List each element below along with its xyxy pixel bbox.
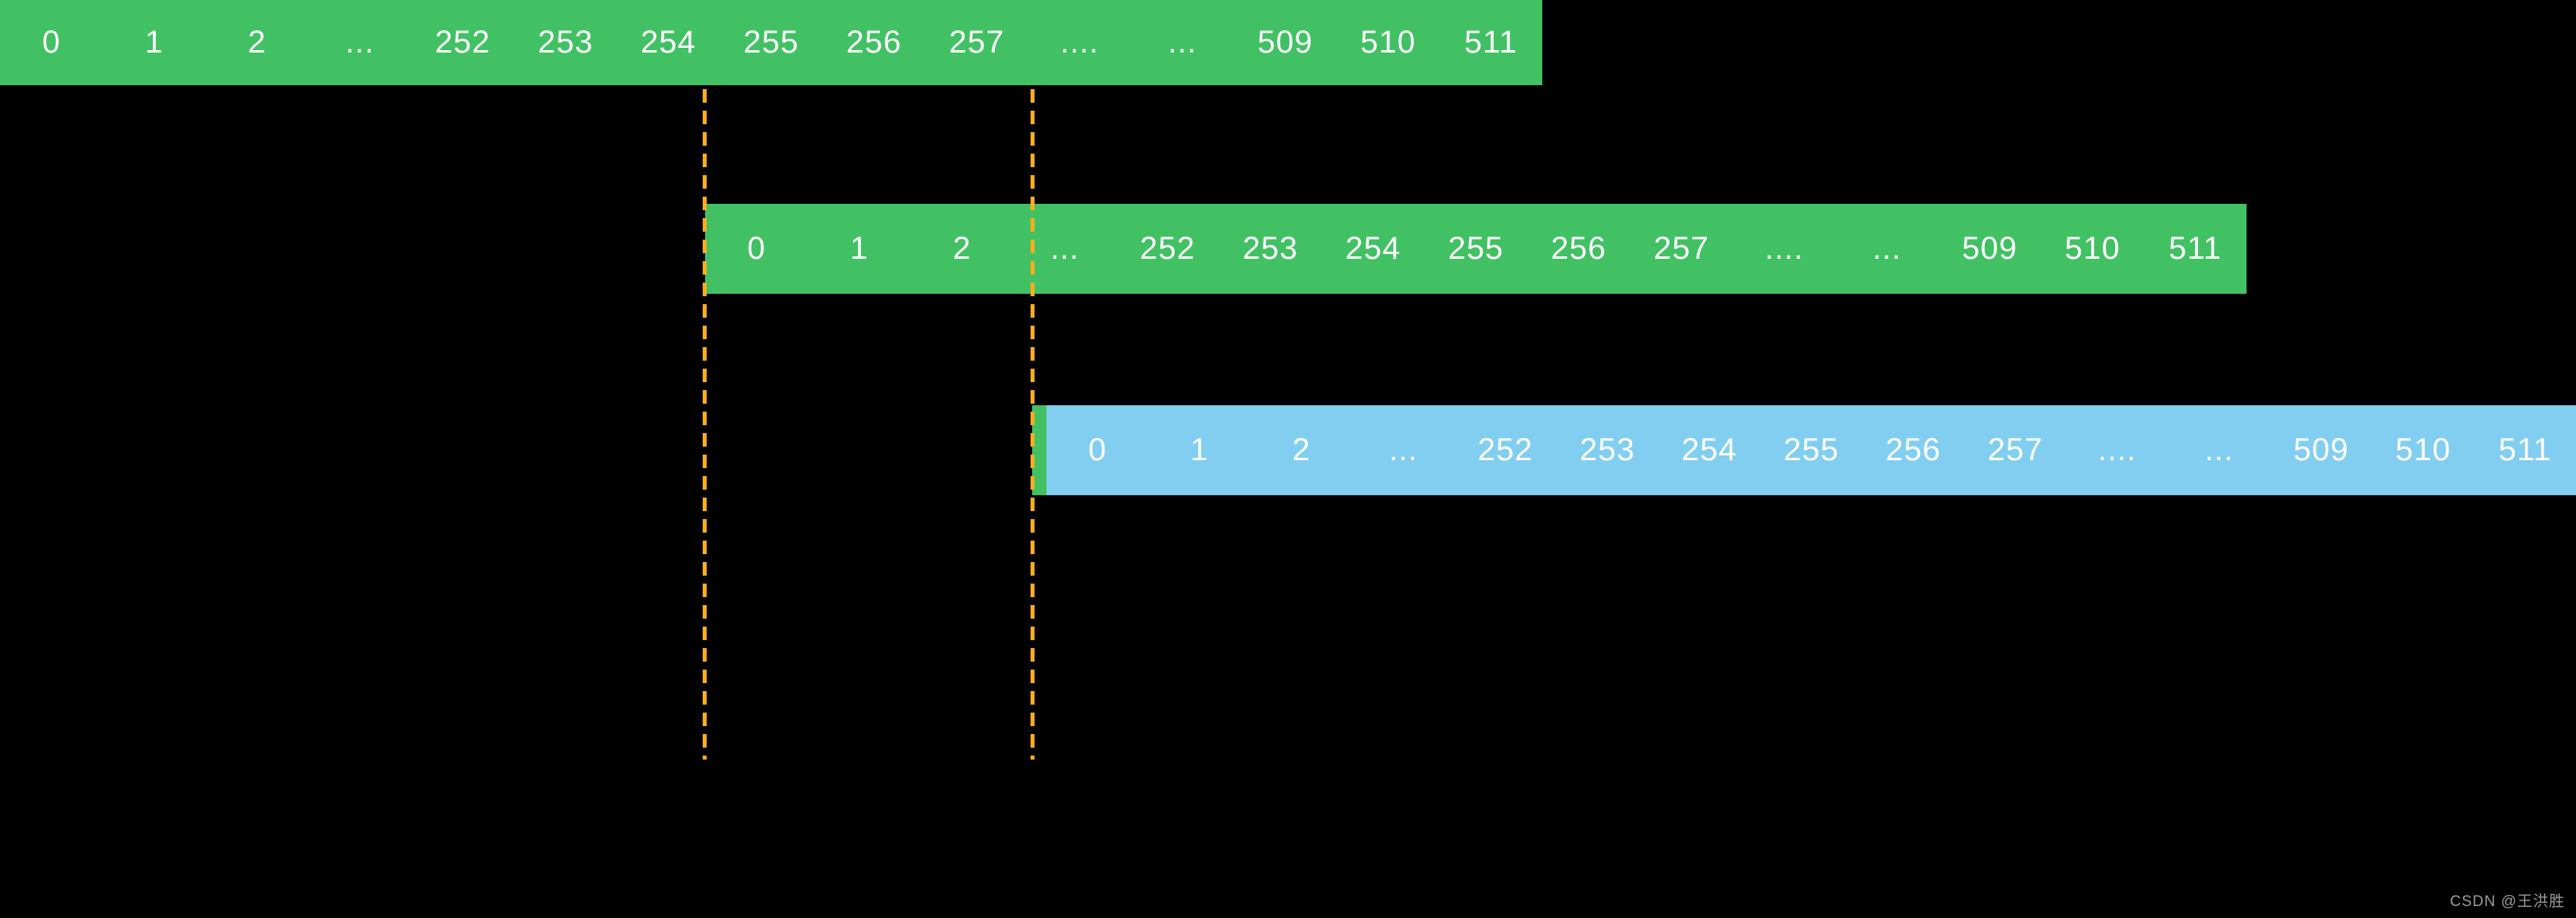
index-cell: 2	[247, 25, 267, 60]
dashed-guide-line-left	[703, 89, 707, 760]
index-cell: 1	[1190, 432, 1209, 467]
index-cell: 511	[2169, 231, 2222, 266]
index-cell: ....	[1060, 25, 1099, 60]
index-cell: 511	[2498, 432, 2552, 467]
index-cell: 1	[850, 231, 869, 266]
index-cell: ...	[1050, 231, 1080, 266]
index-cell: 0	[41, 25, 61, 60]
index-cell: 0	[1088, 432, 1107, 467]
index-cell: 257	[949, 25, 1005, 60]
index-bar-top: 0 1 2... 252 253 254 255 256 257....... 509 510 511	[0, 0, 1542, 85]
index-cell: ....	[2098, 432, 2137, 467]
index-cell: ...	[1389, 432, 1418, 467]
index-cell: 2	[1292, 432, 1311, 467]
index-cell: 257	[1987, 432, 2044, 467]
index-cell: 254	[1345, 231, 1401, 266]
index-cell: 256	[1550, 231, 1607, 266]
index-cell: 252	[1477, 432, 1534, 467]
index-cell: 509	[1962, 231, 2018, 266]
index-cell: 253	[1579, 432, 1635, 467]
index-cell: 510	[2064, 231, 2121, 266]
index-cell: 252	[1140, 231, 1195, 266]
index-cell: 1	[145, 25, 164, 60]
index-cell: 510	[1360, 25, 1417, 60]
index-cell: 255	[743, 25, 799, 60]
index-cell: 254	[1682, 432, 1737, 467]
index-bar-top-cells: 0 1 2... 252 253 254 255 256 257....... 509 510 511	[0, 0, 1542, 85]
index-cell: 255	[1448, 231, 1504, 266]
index-cell: 253	[1242, 231, 1299, 266]
index-cell: 252	[435, 25, 491, 60]
index-cell: ...	[1167, 25, 1197, 60]
index-cell: 255	[1783, 432, 1839, 467]
dashed-guide-line-right	[1031, 89, 1035, 760]
index-cell: 256	[1885, 432, 1942, 467]
index-cell: 0	[746, 231, 766, 266]
index-cell: ....	[1764, 231, 1804, 266]
index-cell: 509	[2293, 432, 2349, 467]
index-cell: 257	[1653, 231, 1709, 266]
index-bar-bottom: 0 1 2... 252 253 254 255 256 257....... 509 510 511	[1032, 405, 2576, 495]
index-bar-middle-cells: 0 1 2... 252 253 254 255 256 257....... 509 510 511	[705, 204, 2247, 294]
index-cell: ...	[2204, 432, 2234, 467]
watermark: CSDN @王洪胜	[2449, 893, 2565, 910]
green-sliver	[1032, 405, 1046, 495]
index-cell: 254	[640, 25, 696, 60]
index-cell: 511	[1464, 25, 1518, 60]
index-cell: 256	[846, 25, 902, 60]
index-cell: 2	[953, 231, 972, 266]
index-cell: 509	[1257, 25, 1313, 60]
index-cell: 253	[537, 25, 594, 60]
index-cell: ...	[345, 25, 375, 60]
index-cell: ...	[1872, 231, 1902, 266]
index-bar-middle: 0 1 2... 252 253 254 255 256 257....... 509 510 511	[705, 204, 2247, 294]
index-bar-bottom-cells: 0 1 2... 252 253 254 255 256 257....... 509 510 511	[1046, 405, 2576, 495]
index-cell: 510	[2395, 432, 2451, 467]
